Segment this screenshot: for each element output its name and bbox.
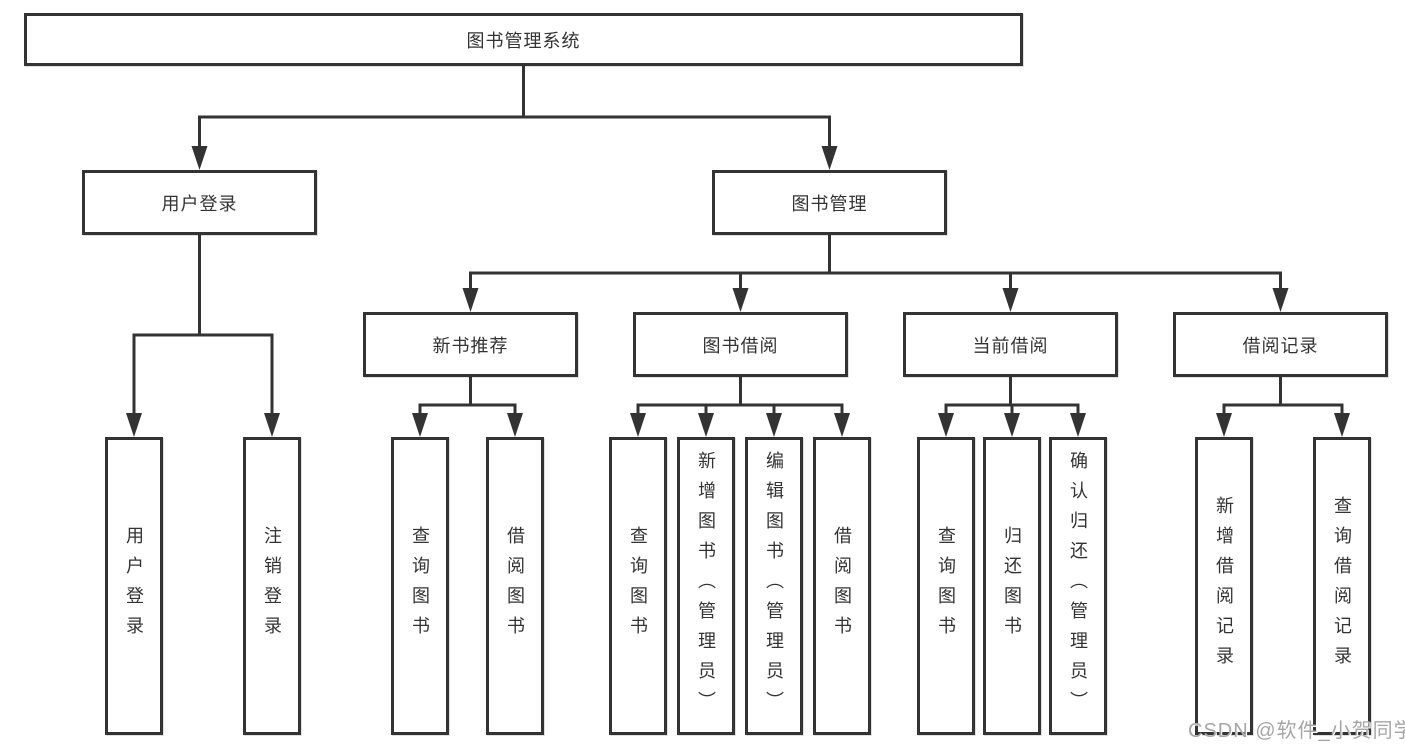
node-label: 用户登录 — [161, 193, 238, 214]
node-borrow-records: 借阅记录 — [1173, 312, 1388, 377]
node-current-borrow: 当前借阅 — [903, 312, 1118, 377]
leaf-add-book-admin: 新增图书（管理员） — [677, 437, 735, 735]
node-label: 新增图书（管理员） — [696, 451, 716, 721]
connector-book-borrow-branch — [630, 377, 850, 437]
leaf-add-borrow-record: 新增借阅记录 — [1195, 437, 1253, 735]
node-label: 注销登录 — [262, 526, 282, 646]
leaf-confirm-return-admin: 确认归还（管理员） — [1049, 437, 1107, 735]
node-book-management: 图书管理 — [712, 170, 947, 235]
leaf-logout: 注销登录 — [243, 437, 301, 735]
leaf-borrow-book-recommend: 借阅图书 — [486, 437, 544, 735]
node-label: 借阅记录 — [1242, 335, 1319, 356]
leaf-return-book: 归还图书 — [983, 437, 1041, 735]
node-label: 归还图书 — [1002, 526, 1022, 646]
node-label: 借阅图书 — [505, 526, 525, 646]
node-label: 查询图书 — [628, 526, 648, 646]
connector-current-borrow-branch — [938, 377, 1086, 437]
node-label: 借阅图书 — [832, 526, 852, 646]
leaf-query-book-current: 查询图书 — [917, 437, 975, 735]
node-new-book-recommend: 新书推荐 — [363, 312, 578, 377]
node-label: 当前借阅 — [972, 335, 1049, 356]
node-book-borrow: 图书借阅 — [633, 312, 848, 377]
leaf-query-borrow-record: 查询借阅记录 — [1313, 437, 1371, 735]
node-label: 查询借阅记录 — [1332, 496, 1352, 676]
leaf-query-book-borrow: 查询图书 — [609, 437, 667, 735]
node-label: 图书管理系统 — [466, 30, 581, 51]
node-label: 确认归还（管理员） — [1068, 451, 1088, 721]
csdn-watermark: CSDN @软件_小贺同学 — [1188, 720, 1405, 742]
node-label: 图书借阅 — [702, 335, 779, 356]
node-user-login: 用户登录 — [82, 170, 317, 235]
leaf-user-login: 用户登录 — [105, 437, 163, 735]
connector-borrow-records-branch — [1216, 377, 1350, 437]
connector-new-book-branch — [412, 377, 523, 437]
node-label: 查询图书 — [410, 526, 430, 646]
node-label: 新增借阅记录 — [1214, 496, 1234, 676]
node-label: 图书管理 — [791, 193, 868, 214]
connector-book-management-branch — [462, 235, 1289, 312]
node-label: 用户登录 — [124, 526, 144, 646]
connector-user-login-branch — [126, 235, 280, 437]
node-label: 新书推荐 — [432, 335, 509, 356]
node-label: 编辑图书（管理员） — [764, 451, 784, 721]
node-label: 查询图书 — [936, 526, 956, 646]
node-root-system: 图书管理系统 — [24, 13, 1023, 66]
connector-root-to-level2 — [191, 66, 838, 170]
leaf-borrow-book: 借阅图书 — [813, 437, 871, 735]
leaf-query-book-recommend: 查询图书 — [391, 437, 449, 735]
leaf-edit-book-admin: 编辑图书（管理员） — [745, 437, 803, 735]
